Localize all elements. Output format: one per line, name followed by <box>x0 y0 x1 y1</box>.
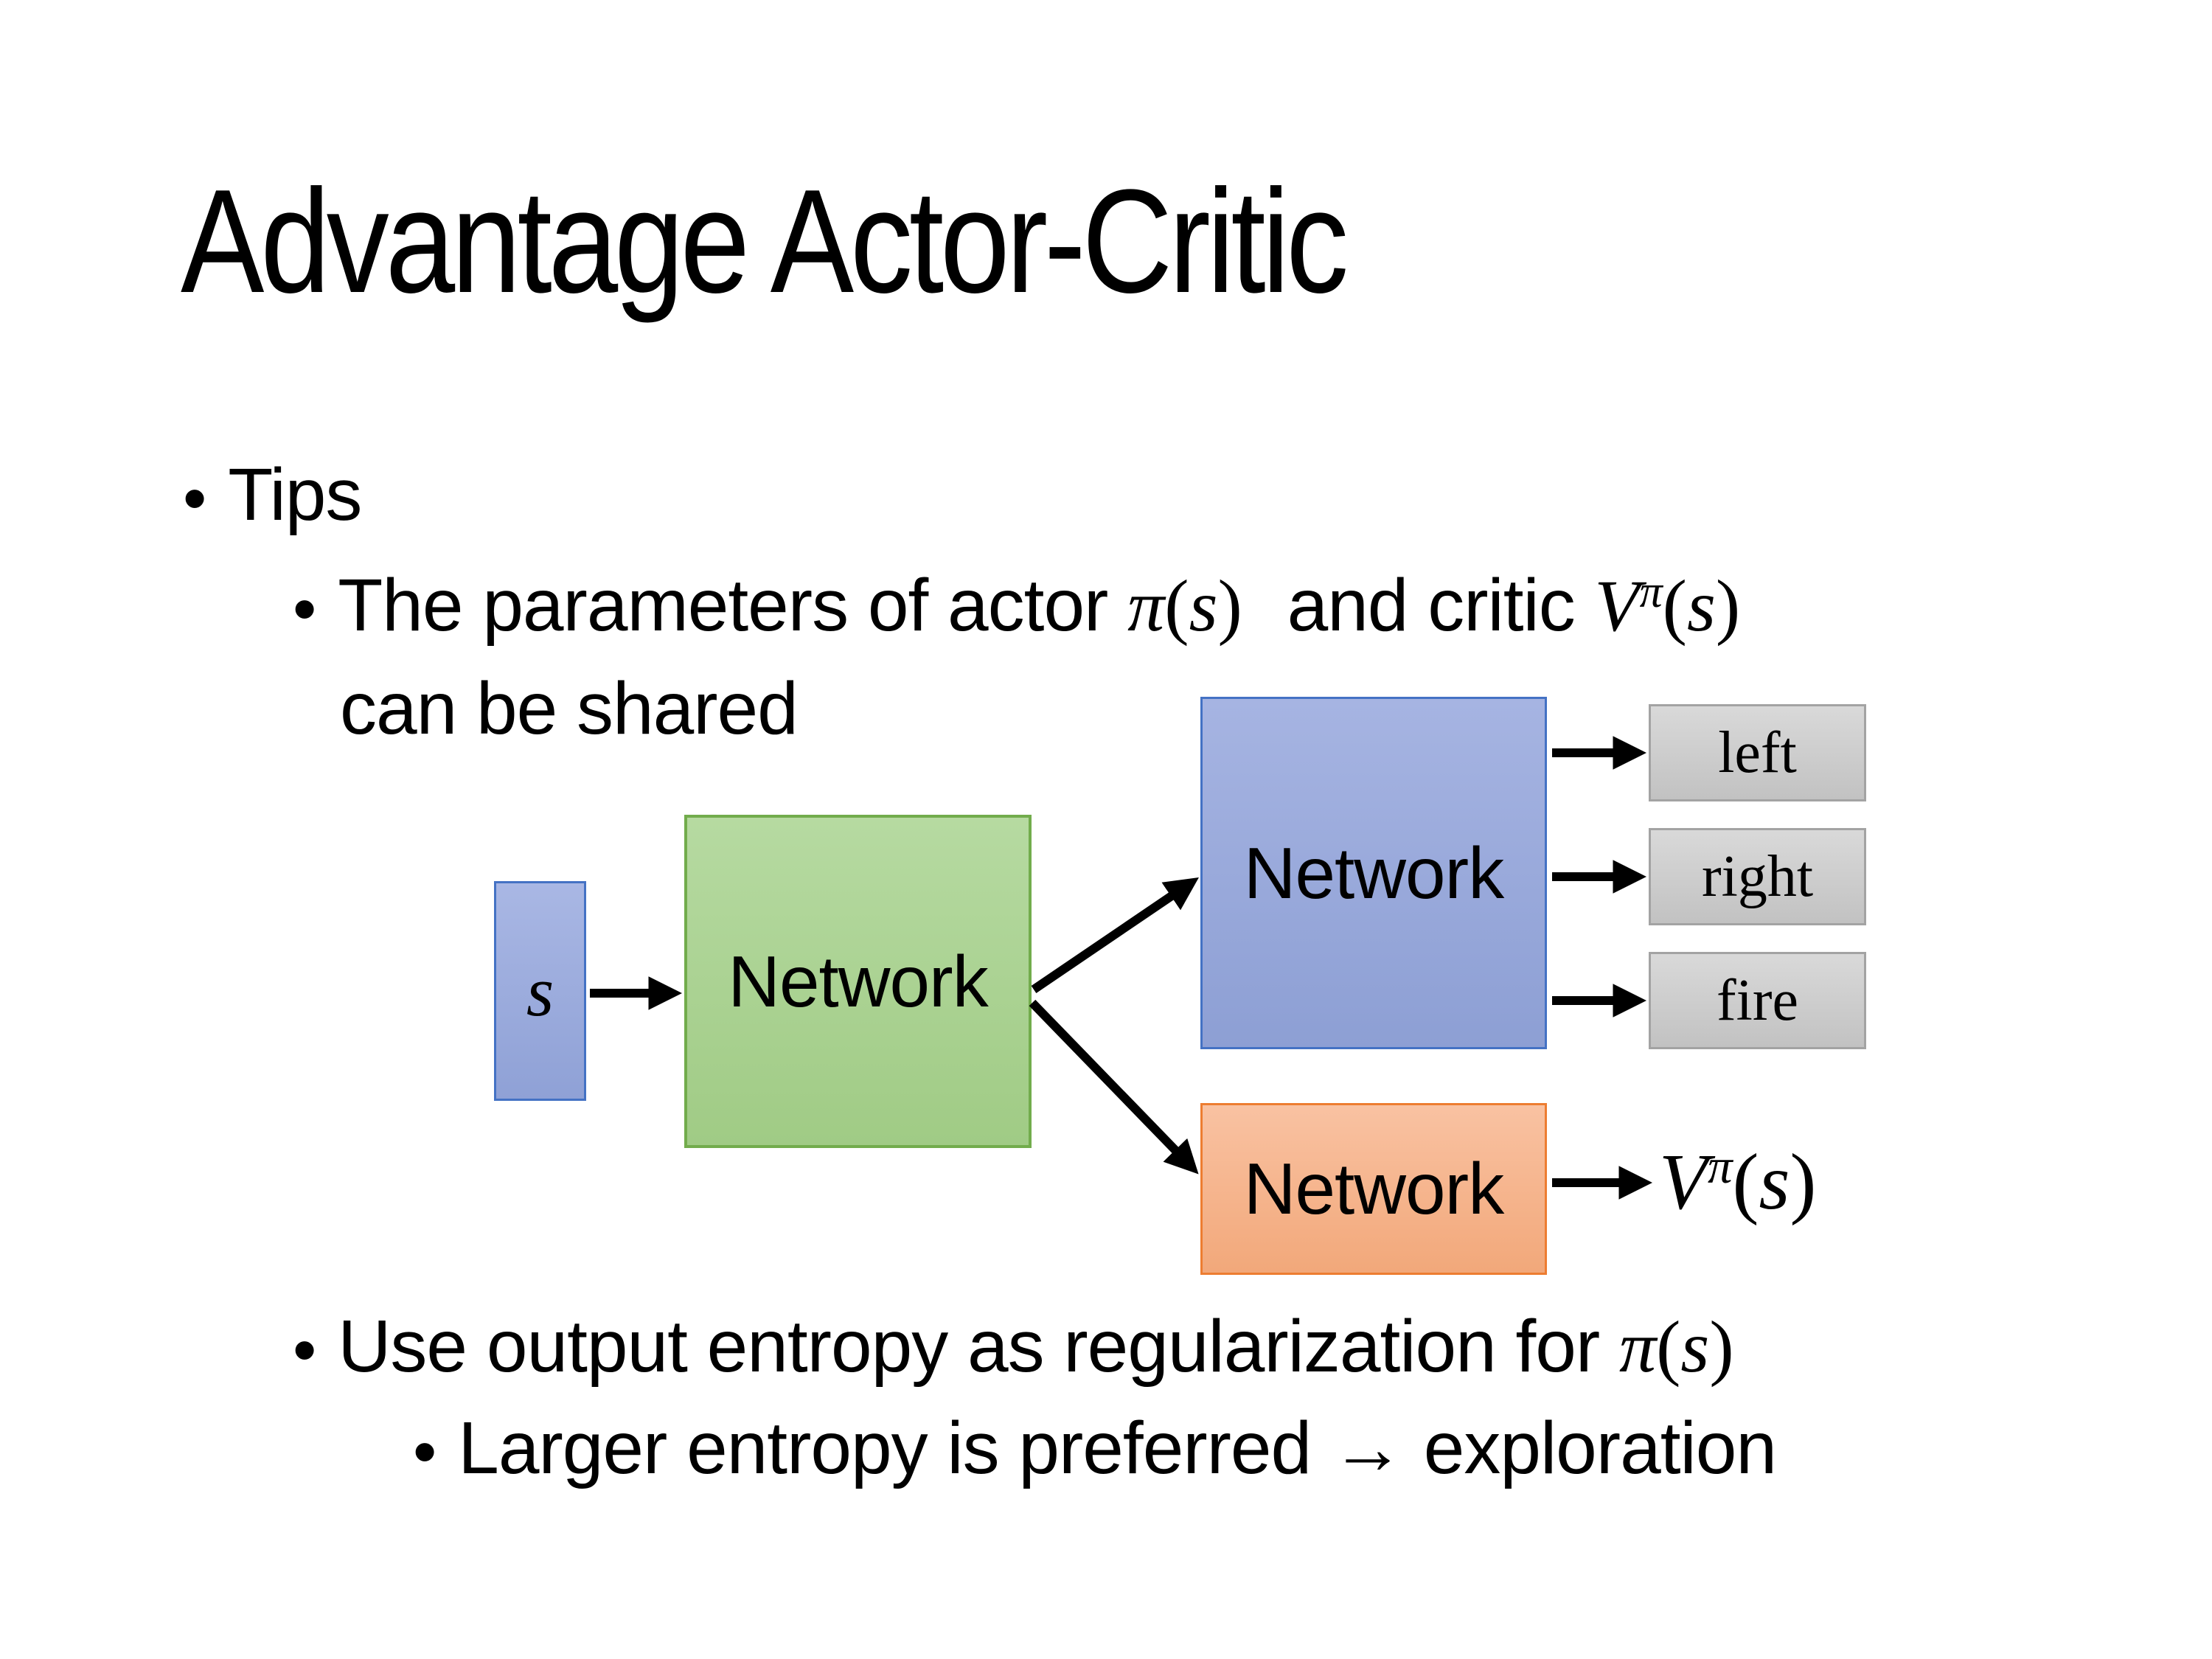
bullet-larger-entropy: • Larger entropy is preferred → explorat… <box>413 1404 1777 1500</box>
bullet-entropy-text: Use output entropy as regularization for… <box>338 1302 1733 1391</box>
math-pi-of-s: π(s) <box>1618 1306 1734 1388</box>
state-input-label: s <box>526 951 554 1031</box>
action-box-right: right <box>1649 828 1866 925</box>
shared-network-box: Network <box>684 815 1032 1148</box>
bullet-entropy: • Use output entropy as regularization f… <box>293 1302 1734 1398</box>
bullet-parameters-text: The parameters of actor π(s) and critic … <box>338 561 1740 650</box>
action-left-label: left <box>1718 720 1797 785</box>
action-fire-label: fire <box>1716 967 1798 1033</box>
bullet-larger-entropy-text: Larger entropy is preferred → exploratio… <box>458 1407 1777 1489</box>
shared-network-label: Network <box>728 940 988 1022</box>
actor-network-label: Network <box>1243 832 1504 914</box>
bullet-dot-icon: • <box>293 1312 316 1388</box>
bullet-dot-icon: • <box>183 461 206 536</box>
action-right-label: right <box>1701 844 1814 909</box>
page-title: Advantage Actor-Critic <box>181 159 1349 324</box>
parameters-pre-text: The parameters of actor <box>338 564 1128 647</box>
bullet-parameters-line2: can be shared <box>340 664 799 753</box>
bullet-parameters-line1: • The parameters of actor π(s) and criti… <box>293 561 1740 657</box>
critic-network-label: Network <box>1243 1148 1504 1229</box>
bullet-dot-icon: • <box>293 571 316 647</box>
math-value-function: Vπ(s) <box>1594 565 1741 647</box>
bullet-tips: • Tips <box>183 451 362 546</box>
critic-value-output: Vπ(s) <box>1659 1127 1817 1238</box>
math-value-function-output: Vπ(s) <box>1659 1138 1817 1226</box>
critic-network-box: Network <box>1200 1103 1547 1275</box>
arrow-shared-to-critic-icon <box>1029 999 1199 1175</box>
bullet-dot-icon: • <box>413 1414 437 1489</box>
math-pi-of-s: π(s) <box>1127 565 1242 647</box>
bullet-tips-label: Tips <box>228 453 362 536</box>
parameters-line2-text: can be shared <box>340 667 799 750</box>
state-input-box: s <box>494 881 586 1101</box>
arrow-shared-to-actor-icon <box>1031 877 1199 993</box>
action-box-left: left <box>1649 704 1866 801</box>
action-box-fire: fire <box>1649 952 1866 1049</box>
actor-network-box: Network <box>1200 697 1547 1049</box>
entropy-pre-text: Use output entropy as regularization for <box>338 1305 1619 1388</box>
parameters-mid-text: and critic <box>1267 564 1595 647</box>
